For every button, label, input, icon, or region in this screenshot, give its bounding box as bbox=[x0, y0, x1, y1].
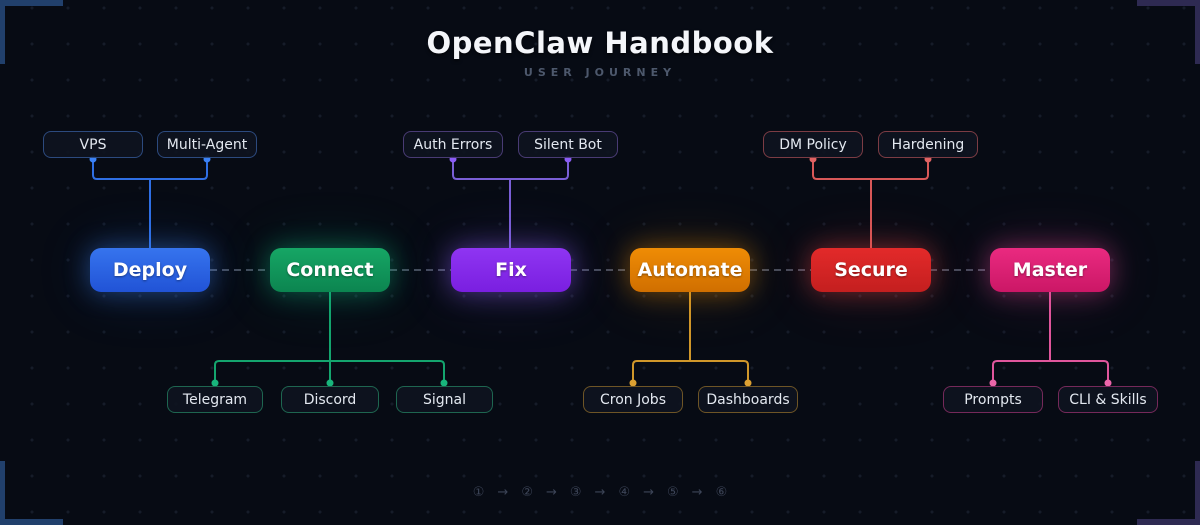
chip-discord[interactable]: Discord bbox=[281, 386, 379, 413]
corner-bracket-bottom-left bbox=[0, 461, 63, 525]
corner-bracket-top-left bbox=[0, 0, 63, 64]
chip-signal[interactable]: Signal bbox=[396, 386, 493, 413]
chip-silent-bot[interactable]: Silent Bot bbox=[518, 131, 618, 158]
chip-prompts[interactable]: Prompts bbox=[943, 386, 1043, 413]
page-subtitle: USER JOURNEY bbox=[523, 66, 677, 79]
chip-cli-skills[interactable]: CLI & Skills bbox=[1058, 386, 1158, 413]
page-title: OpenClaw Handbook bbox=[426, 26, 774, 60]
step-4: ④ bbox=[618, 485, 631, 500]
chip-telegram[interactable]: Telegram bbox=[167, 386, 263, 413]
node-fix[interactable]: Fix bbox=[451, 248, 571, 292]
chip-auth-errors[interactable]: Auth Errors bbox=[403, 131, 503, 158]
corner-bracket-bottom-right bbox=[1137, 461, 1200, 525]
chip-dm-policy[interactable]: DM Policy bbox=[763, 131, 863, 158]
arrow-icon: → bbox=[545, 485, 557, 500]
step-2: ② bbox=[521, 485, 533, 500]
arrow-icon: → bbox=[643, 485, 655, 500]
step-6: ⑥ bbox=[715, 485, 728, 500]
chip-vps[interactable]: VPS bbox=[43, 131, 143, 158]
step-indicator: ① → ② → ③ → ④ → ⑤ → ⑥ bbox=[0, 485, 1200, 500]
node-master[interactable]: Master bbox=[990, 248, 1110, 292]
chip-hardening[interactable]: Hardening bbox=[878, 131, 978, 158]
chip-dashboards[interactable]: Dashboards bbox=[698, 386, 798, 413]
chip-cron-jobs[interactable]: Cron Jobs bbox=[583, 386, 683, 413]
node-deploy[interactable]: Deploy bbox=[90, 248, 210, 292]
node-secure[interactable]: Secure bbox=[811, 248, 931, 292]
step-5: ⑤ bbox=[667, 485, 679, 500]
arrow-icon: → bbox=[691, 485, 703, 500]
node-automate[interactable]: Automate bbox=[630, 248, 750, 292]
header: OpenClaw Handbook USER JOURNEY bbox=[0, 26, 1200, 79]
chip-multi-agent[interactable]: Multi-Agent bbox=[157, 131, 257, 158]
arrow-icon: → bbox=[594, 485, 606, 500]
node-connect[interactable]: Connect bbox=[270, 248, 390, 292]
corner-bracket-top-right bbox=[1137, 0, 1200, 64]
step-3: ③ bbox=[569, 485, 582, 500]
step-1: ① bbox=[472, 485, 485, 500]
arrow-icon: → bbox=[497, 485, 509, 500]
